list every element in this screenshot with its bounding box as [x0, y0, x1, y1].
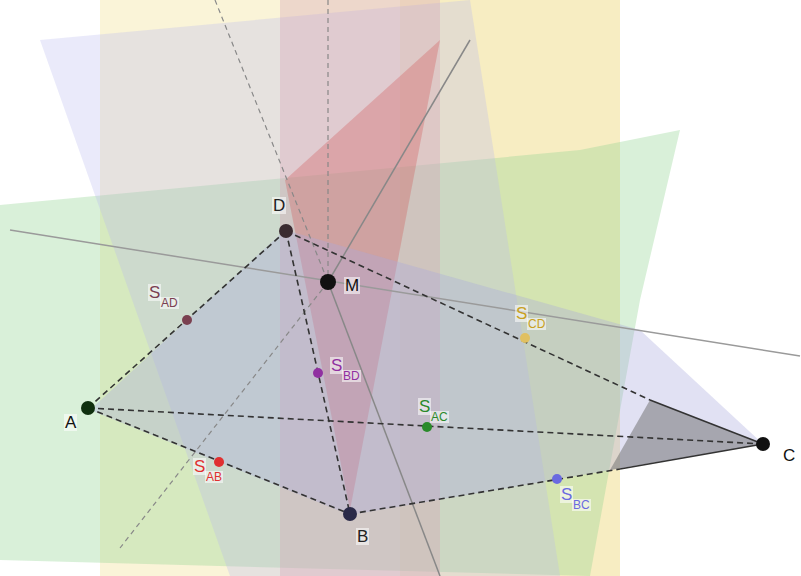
face — [610, 400, 763, 470]
subscript-label: BC — [572, 499, 591, 511]
point — [81, 401, 95, 415]
line — [328, 40, 470, 282]
subscript-label: CD — [527, 318, 546, 330]
point — [343, 507, 357, 521]
point-label: C — [782, 447, 796, 464]
point — [756, 437, 770, 451]
tetra-edge — [650, 400, 763, 444]
line — [10, 230, 800, 356]
subscript-label: AB — [205, 471, 223, 483]
point — [214, 457, 224, 467]
point — [279, 224, 293, 238]
point — [520, 333, 530, 343]
subscript-label: AD — [160, 297, 179, 309]
line — [215, 0, 328, 282]
tetra-edge — [620, 444, 763, 469]
point-label: A — [64, 414, 77, 431]
point-label: M — [344, 277, 360, 294]
line — [120, 282, 328, 548]
subscript-label: AC — [430, 411, 449, 423]
point — [552, 474, 562, 484]
tetra-edges — [88, 231, 763, 514]
line — [327, 0, 328, 282]
point-label: D — [272, 197, 286, 214]
point-label: B — [356, 528, 369, 545]
subscript-label: BD — [342, 370, 361, 382]
plane — [90, 230, 763, 515]
point — [182, 315, 192, 325]
point — [320, 274, 336, 290]
line — [328, 282, 440, 576]
point — [422, 422, 432, 432]
point — [313, 368, 323, 378]
